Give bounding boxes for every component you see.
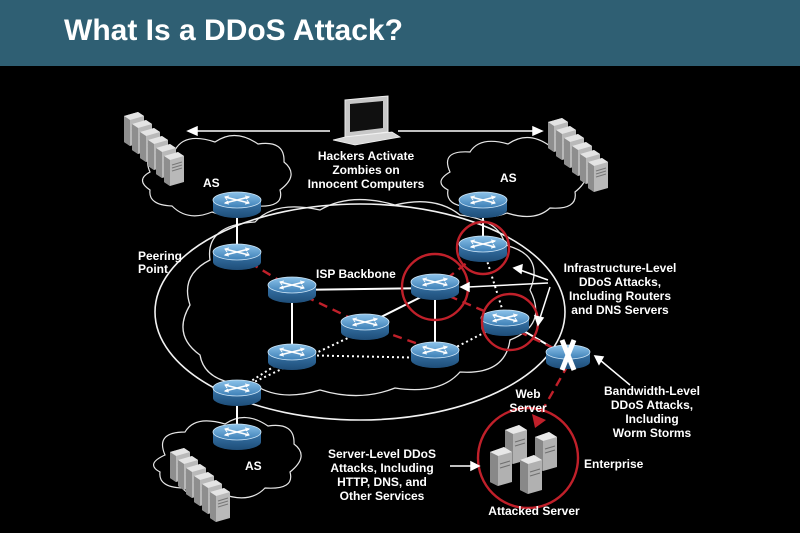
enterprise-label: Enterprise bbox=[584, 457, 644, 471]
bandwidth-label: Bandwidth-Level bbox=[604, 384, 700, 398]
isp-backbone-label: ISP Backbone bbox=[316, 267, 396, 281]
router-icon bbox=[480, 309, 530, 337]
infrastructure-label: Infrastructure-Level bbox=[564, 261, 677, 275]
router-icon bbox=[458, 191, 508, 219]
slide-title: What Is a DDoS Attack? bbox=[64, 14, 403, 47]
infrastructure-label: Including Routers bbox=[569, 289, 671, 303]
infrastructure-label: and DNS Servers bbox=[571, 303, 669, 317]
router-icon bbox=[267, 343, 317, 371]
router-icon bbox=[212, 243, 262, 271]
title-bar: What Is a DDoS Attack? bbox=[0, 0, 800, 66]
hackers-label: Innocent Computers bbox=[308, 177, 425, 191]
router-icon bbox=[340, 313, 390, 341]
as-bottom-label: AS bbox=[245, 459, 262, 473]
as-left-label: AS bbox=[203, 176, 220, 190]
firewall-icon bbox=[545, 339, 591, 371]
router-icon bbox=[212, 423, 262, 451]
annotation-arrows bbox=[450, 263, 631, 472]
server-level-label: Attacks, Including bbox=[330, 461, 433, 475]
zombie-activation-arrow bbox=[186, 125, 544, 137]
attacked-server-label: Attacked Server bbox=[488, 504, 580, 518]
router-icon bbox=[212, 379, 262, 407]
bandwidth-label: Worm Storms bbox=[613, 426, 692, 440]
router-icon bbox=[410, 341, 460, 369]
router-icon bbox=[410, 273, 460, 301]
server-level-label: Other Services bbox=[340, 489, 425, 503]
router-icon bbox=[267, 276, 317, 304]
laptop-icon bbox=[332, 95, 402, 146]
peering-point-label: Peering bbox=[138, 249, 182, 263]
web-server-label: Web bbox=[515, 387, 540, 401]
hackers-label: Zombies on bbox=[332, 163, 399, 177]
bandwidth-label: DDoS Attacks, bbox=[611, 398, 693, 412]
router-icon bbox=[212, 191, 262, 219]
attacked-server-icon bbox=[489, 424, 558, 495]
attack-arrowhead bbox=[532, 414, 546, 428]
infrastructure-label: DDoS Attacks, bbox=[579, 275, 661, 289]
bandwidth-label: Including bbox=[625, 412, 678, 426]
server-level-label: Server-Level DDoS bbox=[328, 447, 436, 461]
as-right-label: AS bbox=[500, 171, 517, 185]
infrastructure-highlight-circles bbox=[400, 220, 580, 510]
server-level-label: HTTP, DNS, and bbox=[337, 475, 427, 489]
hackers-label: Hackers Activate bbox=[318, 149, 415, 163]
router-icon bbox=[458, 235, 508, 263]
peering-point-label: Point bbox=[138, 262, 168, 276]
web-server-label: Server bbox=[509, 401, 547, 415]
peering-oval bbox=[154, 203, 566, 421]
